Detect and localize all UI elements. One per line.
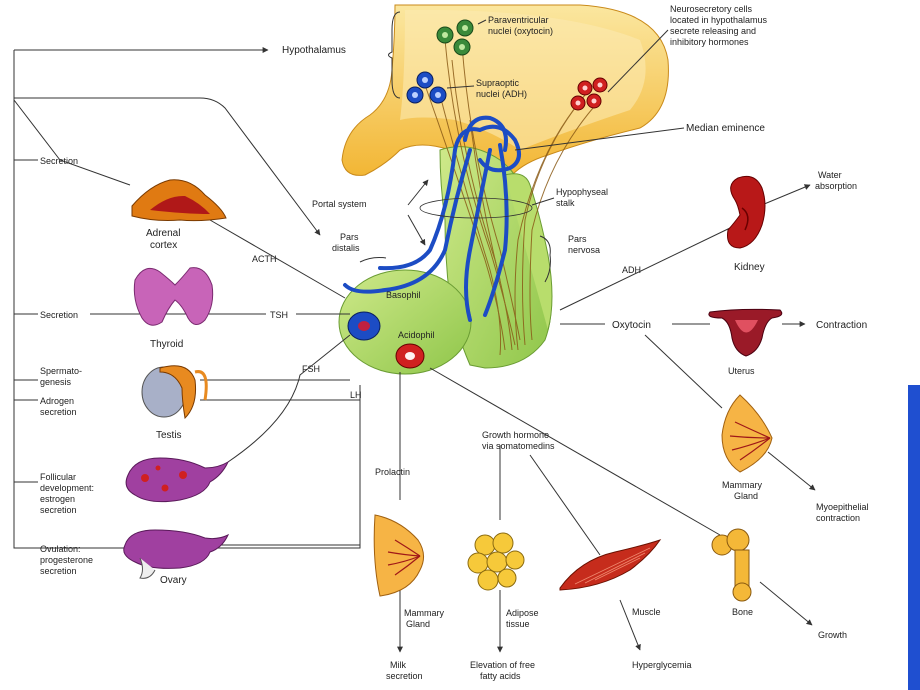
label-supraoptic-1: Supraoptic — [476, 78, 520, 88]
label-pars-nervosa-1: Pars — [568, 234, 587, 244]
label-myoepithelial-2: contraction — [816, 513, 860, 523]
label-pars-nervosa-2: nervosa — [568, 245, 600, 255]
ovary-follicular-shape — [125, 457, 230, 503]
label-follicular-3: estrogen — [40, 494, 75, 504]
uterus-shape — [708, 308, 783, 357]
label-ovulation-3: secretion — [40, 566, 77, 576]
label-mammary-right-2: Gland — [734, 491, 758, 501]
label-secretion-top: Secretion — [40, 156, 78, 166]
label-tsh: TSH — [270, 310, 288, 320]
label-kidney: Kidney — [734, 262, 765, 273]
label-oxytocin: Oxytocin — [612, 320, 651, 331]
muscle-shape — [559, 539, 662, 591]
label-adipose-2: tissue — [506, 619, 530, 629]
label-milk-1: Milk — [390, 660, 406, 670]
stalk-ring — [419, 197, 533, 219]
pars-distalis-shape — [338, 269, 472, 375]
mammary-gland-right-shape — [721, 394, 773, 473]
label-contraction: Contraction — [816, 320, 867, 331]
label-hypophyseal-2: stalk — [556, 198, 575, 208]
label-neurosecretory-1: Neurosecretory cells — [670, 4, 753, 14]
label-lh: LH — [350, 390, 362, 400]
label-growth: Growth — [818, 630, 847, 640]
label-acidophil: Acidophil — [398, 330, 435, 340]
label-hyperglycemia: Hyperglycemia — [632, 660, 692, 670]
label-follicular-2: development: — [40, 483, 94, 493]
label-growth-hormone-2: via somatomedins — [482, 441, 555, 451]
adipose-tissue-shape — [467, 532, 525, 591]
label-adh: ADH — [622, 265, 641, 275]
neurosecretory-fibers — [424, 39, 601, 356]
mammary-gland-bottom-shape — [373, 514, 424, 597]
label-adrogen-2: secretion — [40, 407, 77, 417]
label-adrenal-2: cortex — [150, 240, 177, 251]
label-adrenal-1: Adrenal — [146, 228, 180, 239]
label-neurosecretory-3: secrete releasing and — [670, 26, 756, 36]
paraventricular-nuclei — [436, 19, 474, 56]
label-ovulation-1: Ovulation: — [40, 544, 81, 554]
label-neurosecretory-4: inhibitory hormones — [670, 37, 749, 47]
label-thyroid: Thyroid — [150, 339, 183, 350]
supraoptic-nuclei — [406, 71, 447, 104]
label-pars-distalis-2: distalis — [332, 243, 360, 253]
right-edge-band — [908, 385, 920, 690]
label-milk-2: secretion — [386, 671, 423, 681]
label-pars-distalis-1: Pars — [340, 232, 359, 242]
label-follicular-1: Follicular — [40, 472, 76, 482]
neurosecretory-cells — [570, 77, 608, 111]
label-hypophyseal-1: Hypophyseal — [556, 187, 608, 197]
label-portal-system: Portal system — [312, 199, 367, 209]
ovary-ovulation-shape — [123, 529, 230, 569]
label-growth-hormone-1: Growth hormone — [482, 430, 549, 440]
label-myoepithelial-1: Myoepithelial — [816, 502, 869, 512]
label-acth: ACTH — [252, 254, 277, 264]
label-water-1: Water — [818, 170, 842, 180]
label-follicular-4: secretion — [40, 505, 77, 515]
label-basophil: Basophil — [386, 290, 421, 300]
label-mammary-bottom-2: Gland — [406, 619, 430, 629]
label-elevation-2: fatty acids — [480, 671, 521, 681]
label-mammary-bottom-1: Mammary — [404, 608, 444, 618]
label-fsh: FSH — [302, 364, 320, 374]
label-secretion-mid: Secretion — [40, 310, 78, 320]
label-paraventricular-2: nuclei (oxytocin) — [488, 26, 553, 36]
label-testis: Testis — [156, 430, 182, 441]
label-muscle: Muscle — [632, 607, 661, 617]
label-spermato-1: Spermato- — [40, 366, 82, 376]
label-adipose-1: Adipose — [506, 608, 539, 618]
label-adrogen-1: Adrogen — [40, 396, 74, 406]
label-water-2: absorption — [815, 181, 857, 191]
label-paraventricular-1: Paraventricular — [488, 15, 549, 25]
label-hypothalamus: Hypothalamus — [282, 45, 346, 56]
label-prolactin: Prolactin — [375, 467, 410, 477]
label-mammary-right-1: Mammary — [722, 480, 762, 490]
bone-shape — [711, 528, 752, 602]
label-neurosecretory-2: located in hypothalamus — [670, 15, 768, 25]
label-median-eminence: Median eminence — [686, 123, 765, 134]
label-uterus: Uterus — [728, 366, 755, 376]
thyroid-shape — [133, 267, 214, 326]
label-spermato-2: genesis — [40, 377, 72, 387]
label-supraoptic-2: nuclei (ADH) — [476, 89, 527, 99]
label-ovulation-2: progesterone — [40, 555, 93, 565]
label-ovary: Ovary — [160, 575, 187, 586]
label-elevation-1: Elevation of free — [470, 660, 535, 670]
label-bone: Bone — [732, 607, 753, 617]
portal-vessels — [343, 115, 521, 322]
